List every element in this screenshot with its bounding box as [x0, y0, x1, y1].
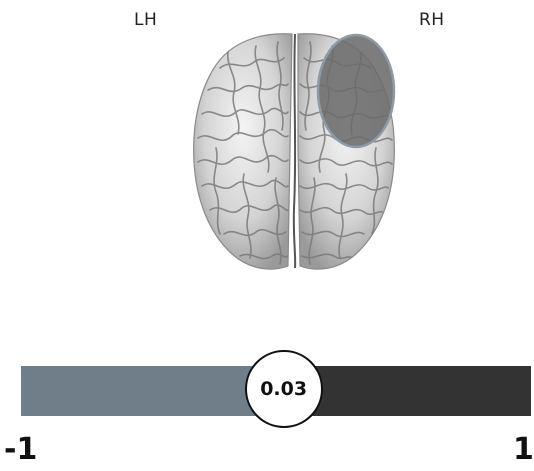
value-marker: 0.03: [244, 350, 323, 428]
colorbar-positive-segment: [283, 366, 531, 416]
colorbar: 0.03: [21, 350, 531, 428]
brain-illustration: [193, 33, 396, 270]
highlight-region: [316, 33, 396, 149]
right-hemisphere-label: RH: [419, 10, 445, 30]
scale-max-label: 1: [513, 432, 534, 467]
colorbar-negative-segment: [21, 366, 284, 416]
scale-min-label: -1: [4, 432, 38, 467]
left-hemisphere-label: LH: [134, 10, 158, 30]
